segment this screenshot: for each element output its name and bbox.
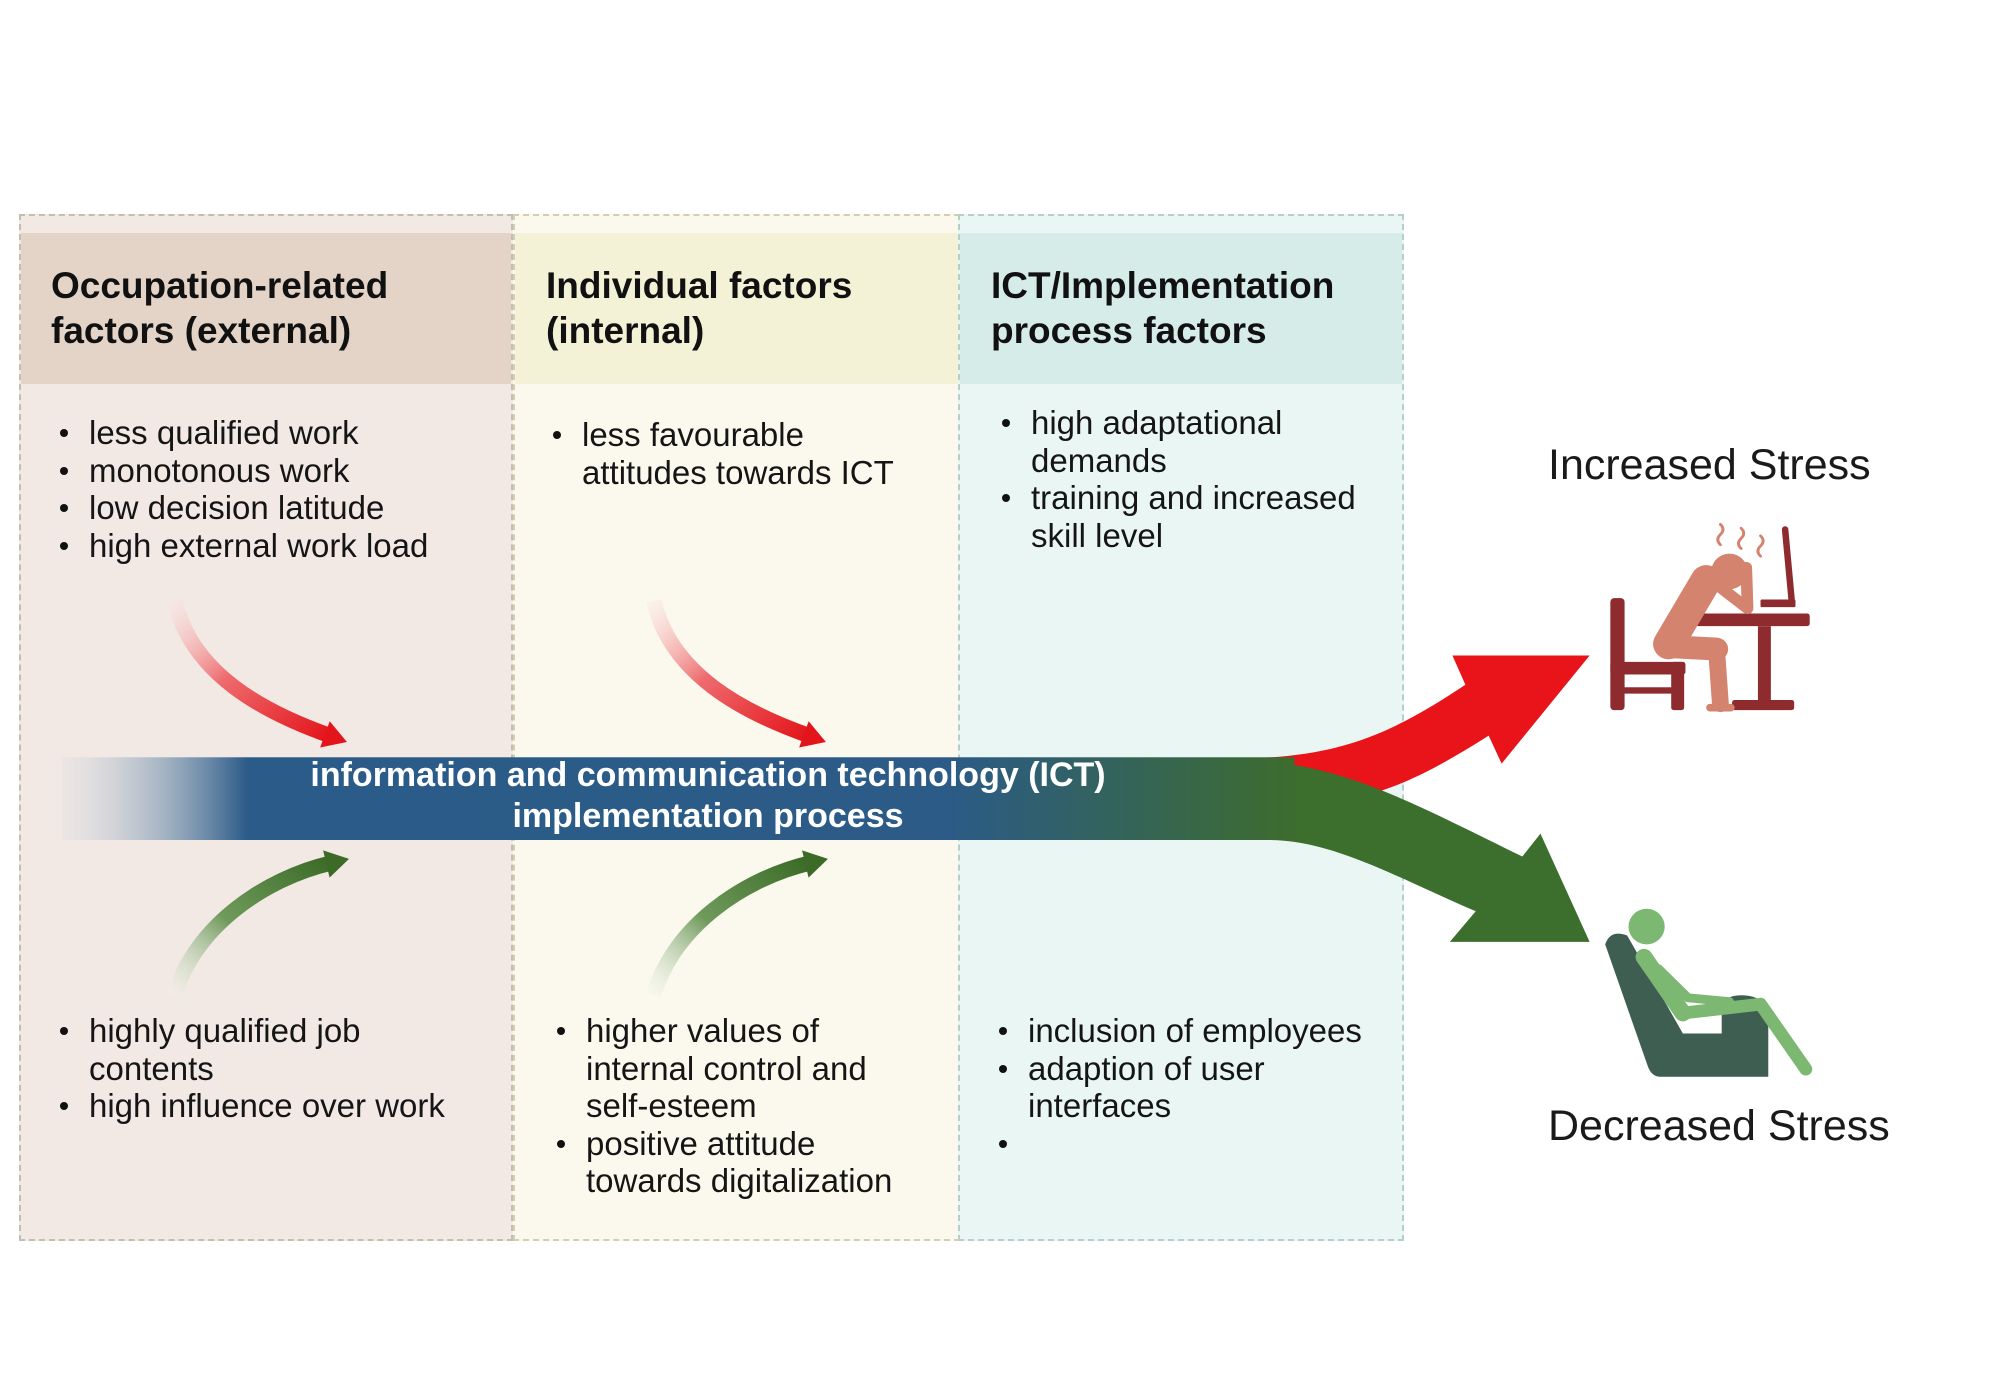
list-item: positive attitude towards digitalization: [557, 1125, 916, 1200]
lower-bullet-list: higher values of internal control and se…: [557, 1012, 916, 1200]
list-item: less qualified work: [60, 414, 459, 452]
upper-bullet-list: less favourable attitudes towards ICT: [553, 416, 912, 491]
column-header-title: Occupation-related factors (external): [51, 265, 389, 351]
list-item: inclusion of employees: [999, 1012, 1378, 1050]
ict-process-label: information and communication technology…: [310, 756, 1106, 835]
relaxed-person-icon: [1605, 908, 1813, 1077]
list-item: [999, 1125, 1378, 1163]
upper-bullet-list: high adaptational demands training and i…: [1002, 404, 1381, 554]
list-item: low decision latitude: [60, 489, 459, 527]
list-item: less favourable attitudes towards ICT: [553, 416, 912, 491]
list-item: adaption of user interfaces: [999, 1050, 1378, 1125]
column-header-band: [515, 233, 958, 384]
lower-bullet-list: inclusion of employees adaption of user …: [999, 1012, 1378, 1163]
list-item: high external work load: [60, 527, 459, 565]
list-item: high adaptational demands: [1002, 404, 1381, 479]
stressed-worker-icon: [1610, 522, 1810, 713]
column-header-title: ICT/Implementation process factors: [991, 265, 1335, 351]
list-item: higher values of internal control and se…: [557, 1012, 916, 1125]
upper-bullet-list: less qualified work monotonous work low …: [60, 414, 459, 565]
list-item: highly qualified job contents: [60, 1012, 459, 1087]
list-item: monotonous work: [60, 452, 459, 490]
decreased-stress-label: Decreased Stress: [1548, 1102, 1890, 1150]
column-occupation-factors: Occupation-related factors (external) le…: [19, 214, 513, 1241]
column-header-band: [960, 233, 1402, 384]
list-item: training and increased skill level: [1002, 479, 1381, 554]
list-item: high influence over work: [60, 1087, 459, 1125]
increased-stress-label: Increased Stress: [1548, 441, 1871, 489]
lower-bullet-list: highly qualified job contents high influ…: [60, 1012, 459, 1125]
column-individual-factors: Individual factors (internal) less favou…: [513, 214, 960, 1241]
column-header-band: [21, 233, 511, 384]
column-ict-process-factors: ICT/Implementation process factors high …: [958, 214, 1404, 1241]
column-header-title: Individual factors (internal): [546, 265, 853, 351]
